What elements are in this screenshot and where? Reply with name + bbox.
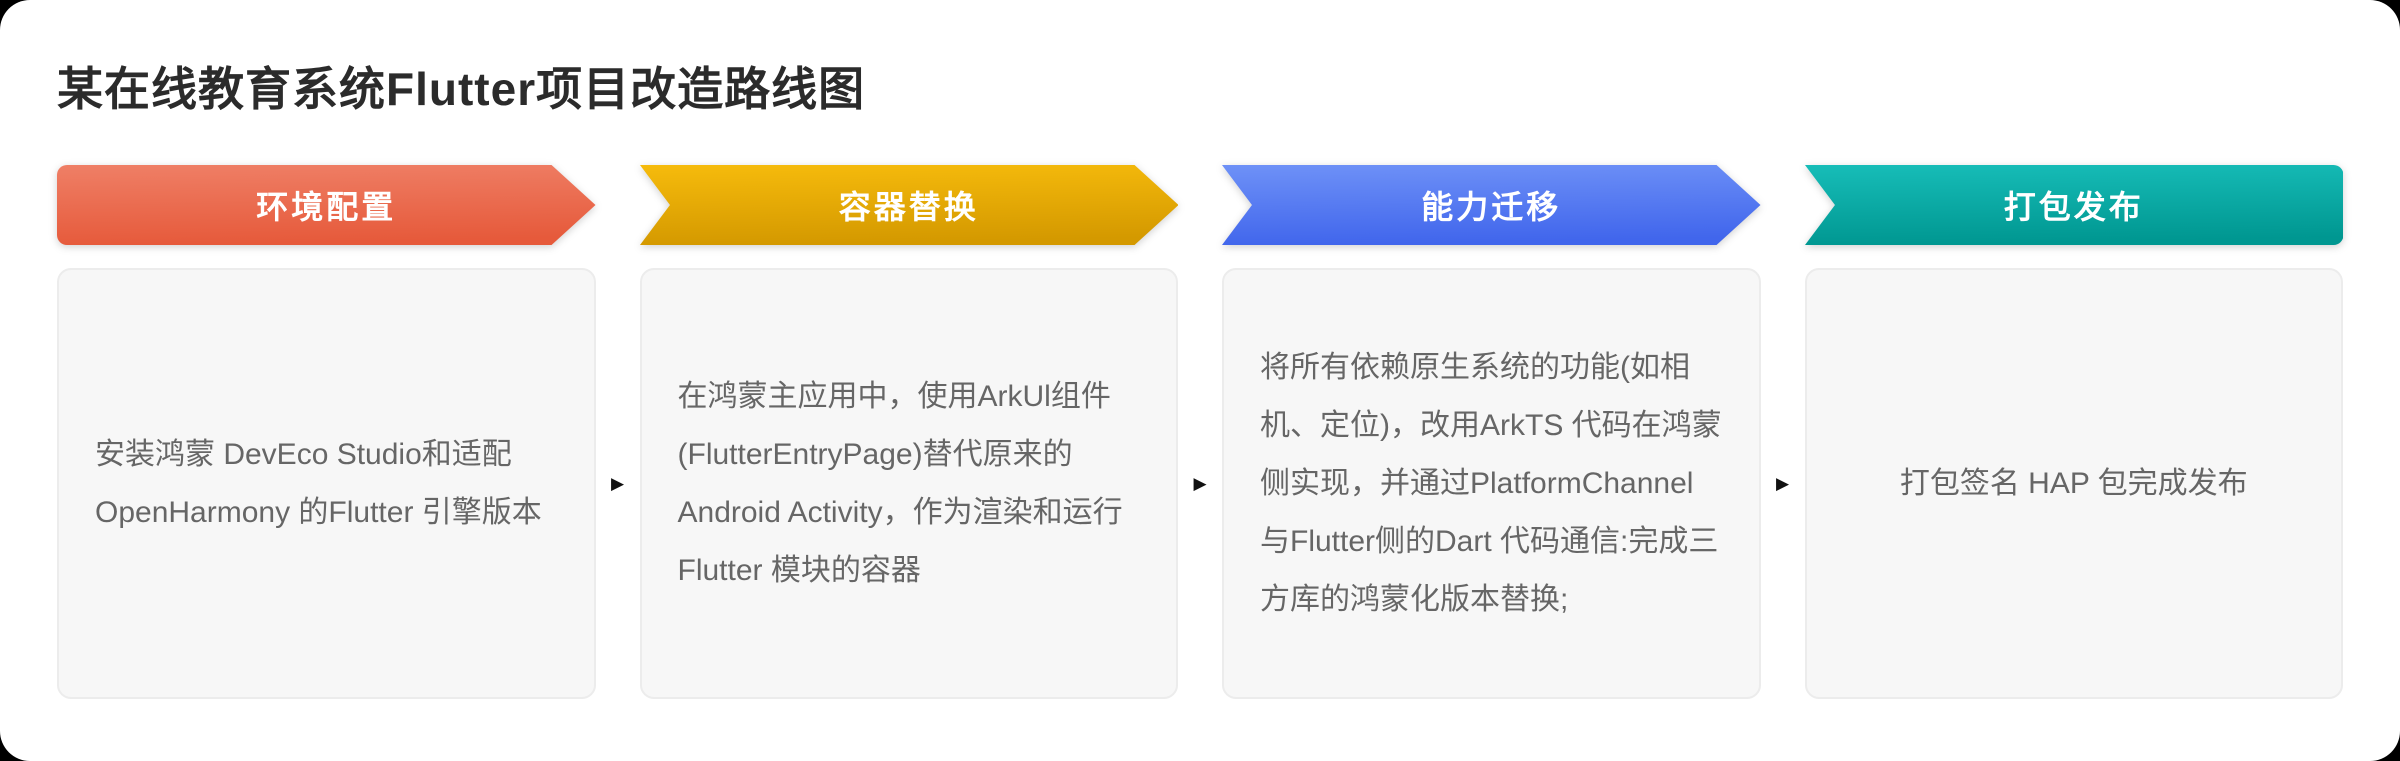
step-arrow-shape	[639, 165, 1178, 245]
step-description: 在鸿蒙主应用中，使用ArkUl组件(FlutterEntryPage)替代原来的…	[677, 379, 1123, 587]
step-label: 容器替换	[838, 189, 979, 225]
step-card-environment-setup: 安装鸿蒙 DevEco Studio和适配 OpenHarmony 的Flutt…	[57, 268, 596, 699]
connector-2: ▶	[1178, 268, 1222, 699]
step-label: 能力迁移	[1421, 189, 1562, 225]
arrow-right-icon: ▶	[610, 474, 625, 493]
step-card-package-release: 打包签名 HAP 包完成发布	[1804, 268, 2343, 699]
connector-3: ▶	[1761, 268, 1805, 699]
step-description: 打包签名 HAP 包完成发布	[1899, 466, 2248, 500]
roadmap-flow: 环境配置 容器替换	[57, 165, 2343, 699]
step-header-package-release: 打包发布	[1804, 165, 2343, 245]
step-card-container-replacement: 在鸿蒙主应用中，使用ArkUl组件(FlutterEntryPage)替代原来的…	[639, 268, 1178, 699]
step-arrow-shape	[1222, 165, 1761, 245]
step-description: 安装鸿蒙 DevEco Studio和适配 OpenHarmony 的Flutt…	[95, 437, 542, 529]
step-label: 打包发布	[2003, 189, 2144, 225]
arrow-right-icon: ▶	[1775, 474, 1790, 493]
step-arrow-shape	[1804, 165, 2343, 245]
step-arrow-shape	[57, 165, 596, 245]
step-header-environment-setup: 环境配置	[57, 165, 596, 245]
step-description: 将所有依赖原生系统的功能(如相机、定位)，改用ArkTS 代码在鸿蒙侧实现，并通…	[1260, 350, 1722, 616]
page-title: 某在线教育系统Flutter项目改造路线图	[57, 63, 866, 115]
step-label: 环境配置	[256, 189, 397, 225]
step-card-capability-migration: 将所有依赖原生系统的功能(如相机、定位)，改用ArkTS 代码在鸿蒙侧实现，并通…	[1222, 268, 1761, 699]
arrow-right-icon: ▶	[1193, 474, 1207, 493]
step-header-capability-migration: 能力迁移	[1222, 165, 1761, 245]
connector-1: ▶	[596, 268, 640, 699]
step-header-container-replacement: 容器替换	[639, 165, 1178, 245]
